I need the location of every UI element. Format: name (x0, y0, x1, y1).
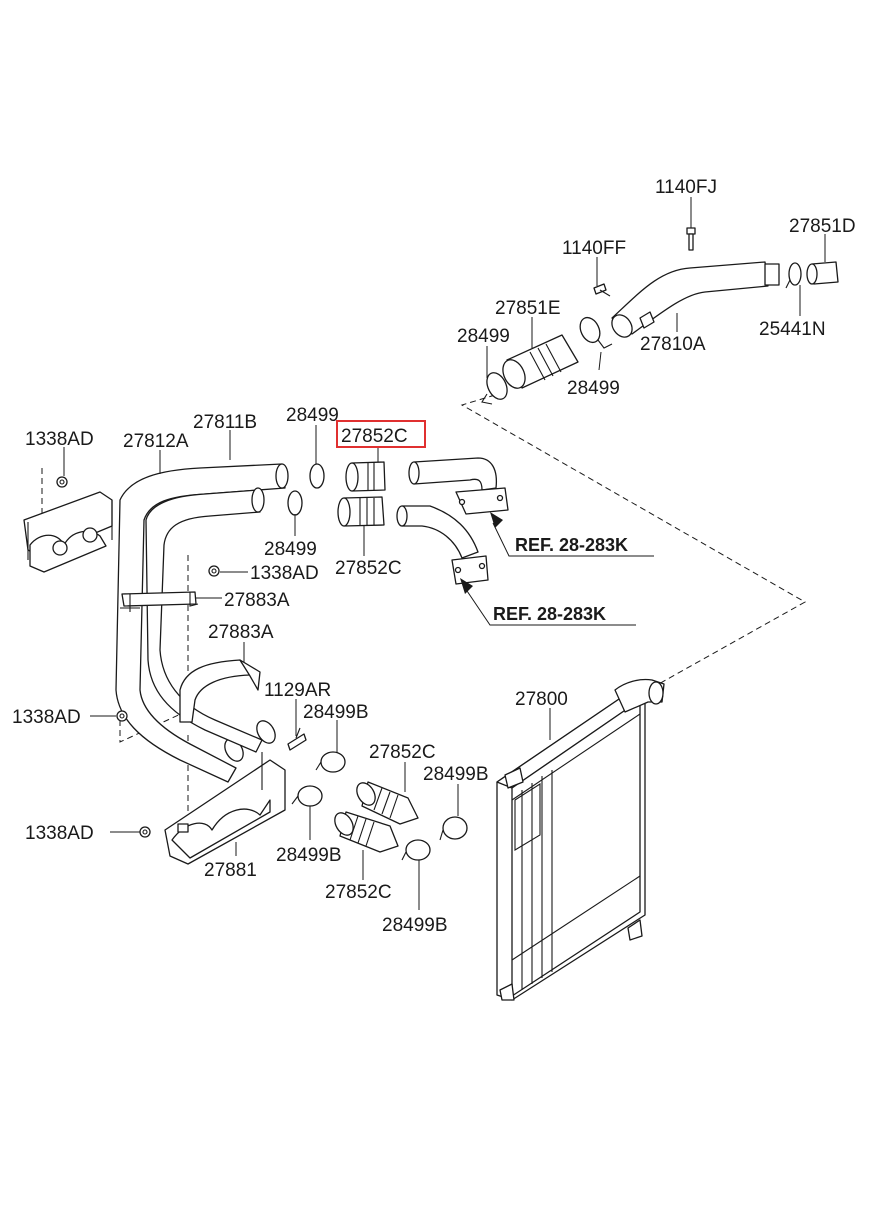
label-27852c-highlighted: 27852C (341, 426, 408, 447)
bolt-1140fj (686, 227, 696, 251)
hose-27851d (806, 261, 839, 285)
ref-arrowheads (460, 512, 503, 594)
label-27811b: 27811B (193, 412, 257, 433)
label-28499-mid-bottom: 28499 (264, 539, 317, 560)
label-28499b-c: 28499B (423, 764, 489, 785)
pipe-27810a (611, 261, 780, 338)
label-27851d: 27851D (789, 216, 856, 237)
label-27800: 27800 (515, 689, 568, 710)
hose-27852c-lower (337, 496, 385, 527)
leader-lines (63, 197, 826, 910)
label-27883a-lower: 27883A (208, 622, 274, 643)
nut-1338ad-bottom (139, 826, 151, 838)
label-27852c-bottom: 27852C (325, 882, 392, 903)
clamp-25441n (785, 262, 802, 289)
label-28499b-b: 28499B (276, 845, 342, 866)
ref-label-lower: REF. 28-283K (493, 604, 606, 624)
clamp-28499-upper-left (481, 372, 508, 405)
label-28499b-d: 28499B (382, 915, 448, 936)
elbow-pipe-upper (408, 457, 509, 515)
nut-1338ad-top (56, 476, 68, 488)
clamp-28499b-a (315, 751, 346, 773)
bracket-27883a-upper (120, 591, 199, 612)
label-25441n: 25441N (759, 319, 826, 340)
label-1140ff: 1140FF (562, 238, 626, 259)
bracket-27881 (164, 752, 286, 865)
bracket-upper-left (23, 491, 113, 573)
nut-1338ad-left (116, 710, 128, 722)
hose-27852c-bottom (334, 811, 399, 853)
clamp-28499-upper-right (579, 316, 613, 349)
intercooler-27800 (496, 678, 665, 1001)
hose-27852c-low (356, 781, 419, 825)
label-27851e: 27851E (495, 298, 561, 319)
clamp-28499b-b (291, 785, 323, 807)
label-27852c-low: 27852C (369, 742, 436, 763)
clamp-28499-mid-bottom (287, 490, 303, 516)
label-1338ad-mid: 1338AD (250, 563, 319, 584)
label-1140fj: 1140FJ (655, 177, 717, 198)
label-27881: 27881 (204, 860, 257, 881)
label-1129ar: 1129AR (264, 680, 331, 701)
clamp-28499b-d (401, 839, 431, 861)
label-1338ad-bottom: 1338AD (25, 823, 94, 844)
bolt-1140ff (593, 283, 611, 297)
label-28499-top-right: 28499 (567, 378, 620, 399)
pipe-27811b (145, 487, 276, 753)
ref-label-upper: REF. 28-283K (515, 535, 628, 555)
bolt-1129ar (287, 727, 307, 751)
elbow-pipe-lower (396, 505, 489, 585)
label-1338ad-left: 1338AD (12, 707, 81, 728)
nut-1338ad-mid (208, 565, 220, 577)
label-27883a-upper: 27883A (224, 590, 290, 611)
clamp-28499-mid-top (309, 463, 325, 489)
label-28499-top-left: 28499 (457, 326, 510, 347)
label-27812a: 27812A (123, 431, 189, 452)
label-27810a: 27810A (640, 334, 706, 355)
hose-27852c-upper (345, 461, 386, 492)
hose-27851e (502, 334, 579, 389)
label-1338ad-top: 1338AD (25, 429, 94, 450)
label-27852c-mid: 27852C (335, 558, 402, 579)
highlight-box (336, 420, 426, 448)
bracket-27883a-lower (179, 659, 261, 723)
clamp-28499b-c (439, 816, 468, 841)
label-28499-mid-top: 28499 (286, 405, 339, 426)
label-28499b-a: 28499B (303, 702, 369, 723)
